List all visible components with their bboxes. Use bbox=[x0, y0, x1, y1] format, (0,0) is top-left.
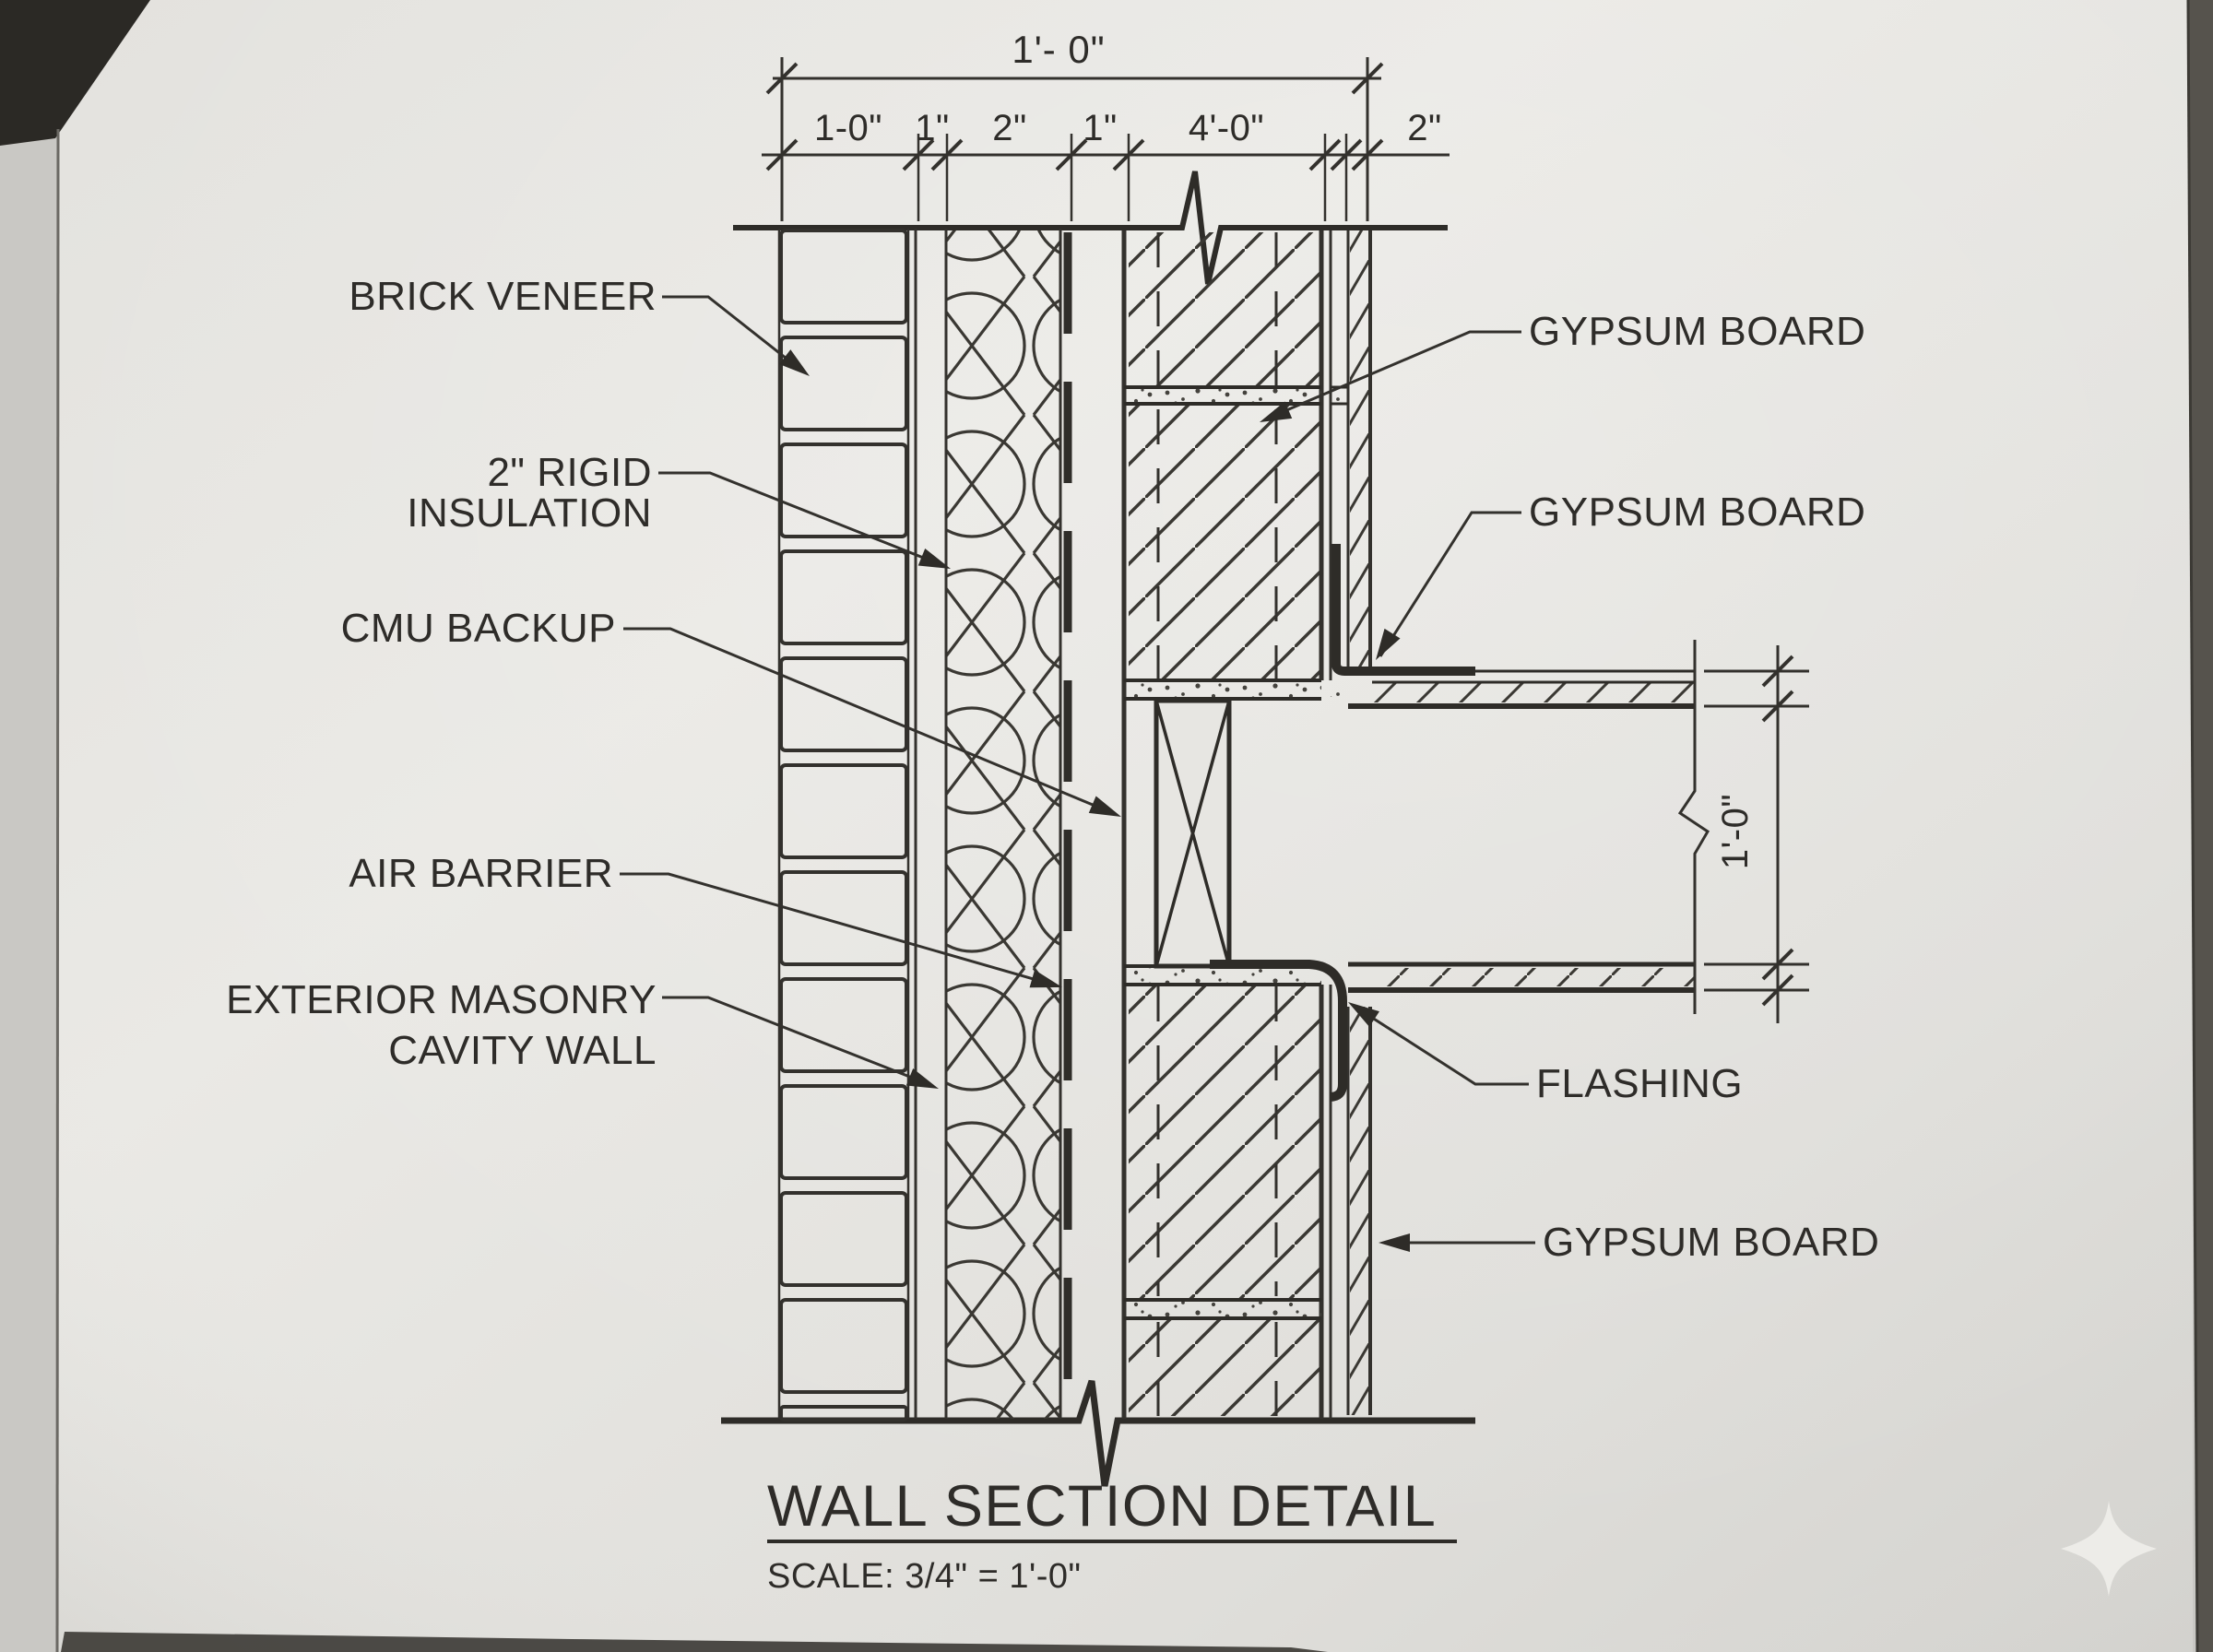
dim-floor-depth: 1'-0" bbox=[1715, 794, 1756, 869]
floor-gypsum-band bbox=[1374, 968, 1695, 986]
label-gypsum-board-lower: GYPSUM BOARD bbox=[1543, 1220, 1879, 1265]
dim-cmu: 4'-0" bbox=[1189, 108, 1264, 148]
cmu-joint-bands bbox=[1124, 385, 1348, 1320]
ceiling-gypsum-band bbox=[1374, 682, 1695, 702]
leader-arrowheads bbox=[779, 349, 1410, 1252]
floor-depth-dimension bbox=[1677, 640, 1809, 1023]
dim-cavity: 1" bbox=[1083, 108, 1117, 148]
bottom-break-line bbox=[721, 1379, 1475, 1487]
top-break-line bbox=[733, 171, 1448, 285]
label-gypsum-board-ceiling: GYPSUM BOARD bbox=[1529, 490, 1865, 535]
dimension-tick-marks bbox=[765, 138, 1384, 171]
leader-lines bbox=[620, 295, 1535, 1245]
drawing-scale-note: SCALE: 3/4" = 1'-0" bbox=[767, 1557, 1082, 1596]
photo-corner-shadow bbox=[0, 0, 150, 146]
floor-blocking-x bbox=[1154, 698, 1232, 969]
brick-veneer-column bbox=[777, 229, 917, 1422]
dim-segment-labels: 1-0" 1" 2" 1" 4'-0" 2" bbox=[814, 108, 1441, 148]
cmu-backup-column bbox=[1121, 230, 1332, 1419]
rigid-insulation-column bbox=[944, 229, 1062, 1419]
dim-gypsum: 2" bbox=[1407, 108, 1441, 148]
label-exterior-masonry-line2: CAVITY WALL bbox=[388, 1028, 657, 1073]
label-rigid-insulation-line2: INSULATION bbox=[407, 490, 652, 536]
label-air-barrier: AIR BARRIER bbox=[349, 851, 613, 896]
dim-brick: 1-0" bbox=[814, 108, 882, 148]
photo-bottom-shadow bbox=[61, 1632, 1328, 1652]
floor-break-line bbox=[1677, 640, 1710, 1014]
label-rigid-insulation-line1: 2" RIGID bbox=[487, 450, 652, 495]
paper-left-edge bbox=[55, 128, 60, 1652]
photo-right-edge bbox=[2187, 0, 2213, 1652]
drawing-title: WALL SECTION DETAIL bbox=[767, 1474, 1437, 1539]
gypsum-board-wall-column bbox=[1346, 230, 1372, 1415]
label-exterior-masonry-line1: EXTERIOR MASONRY bbox=[226, 977, 657, 1022]
label-flashing: FLASHING bbox=[1536, 1061, 1743, 1106]
title-block: WALL SECTION DETAIL SCALE: 3/4" = 1'-0" bbox=[767, 1474, 1457, 1596]
dim-insulation: 2" bbox=[992, 108, 1026, 148]
ceiling-assembly bbox=[1331, 544, 1695, 709]
dim-overall-width: 1'- 0" bbox=[1012, 28, 1105, 71]
label-cmu-backup: CMU BACKUP bbox=[341, 606, 616, 651]
component-labels: BRICK VENEER 2" RIGID INSULATION CMU BAC… bbox=[226, 274, 1879, 1265]
label-gypsum-board-upper: GYPSUM BOARD bbox=[1529, 309, 1865, 354]
floor-assembly bbox=[1210, 960, 1695, 1102]
ceiling-corner-trim bbox=[1331, 544, 1475, 676]
cmu-cell-lines bbox=[1156, 232, 1278, 1416]
label-brick-veneer: BRICK VENEER bbox=[349, 274, 657, 319]
flashing-profile bbox=[1210, 960, 1347, 1102]
sparkle-icon bbox=[2061, 1501, 2157, 1597]
wall-break-lines bbox=[721, 171, 1475, 1487]
dim-airspace: 1" bbox=[915, 108, 949, 148]
top-dimensions bbox=[762, 57, 1450, 221]
